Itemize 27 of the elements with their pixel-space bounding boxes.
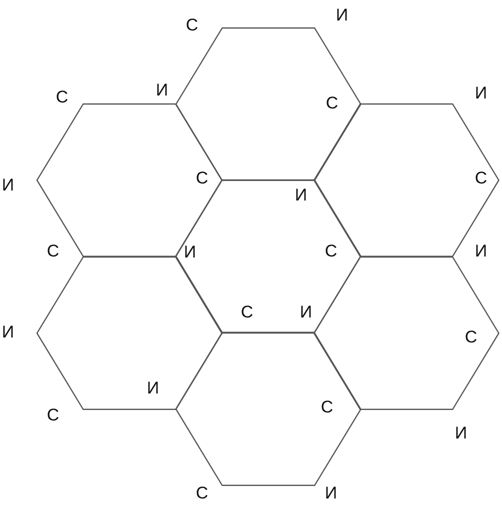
vertex-letter: С <box>196 170 208 186</box>
vertex-letter: С <box>326 94 338 112</box>
vertex-letter: С <box>56 88 68 106</box>
vertex-letter: И <box>2 324 14 340</box>
vertex-letter: С <box>324 242 338 260</box>
vertex-letter: И <box>454 424 468 442</box>
vertex-letter: И <box>146 380 160 396</box>
hexagon <box>176 332 360 486</box>
vertex-letter: И <box>324 484 338 502</box>
vertex-letter: И <box>2 176 14 194</box>
vertex-letter: И <box>336 6 348 24</box>
vertex-letter: И <box>184 244 196 260</box>
vertex-letter: С <box>46 406 60 424</box>
vertex-letter: И <box>474 84 488 102</box>
vertex-letter: С <box>240 304 254 320</box>
vertex-letter: С <box>474 170 488 186</box>
vertex-letter: И <box>474 242 488 260</box>
vertex-letter: И <box>294 186 308 204</box>
hexagon <box>37 104 222 256</box>
vertex-letter: С <box>320 398 334 416</box>
vertex-letter: С <box>464 328 478 346</box>
vertex-letter: С <box>46 242 60 260</box>
vertex-letter: И <box>156 82 168 98</box>
vertex-letter: С <box>196 484 208 502</box>
hexagon <box>37 256 222 409</box>
vertex-letter: С <box>186 16 198 34</box>
vertex-letter: И <box>300 304 312 320</box>
